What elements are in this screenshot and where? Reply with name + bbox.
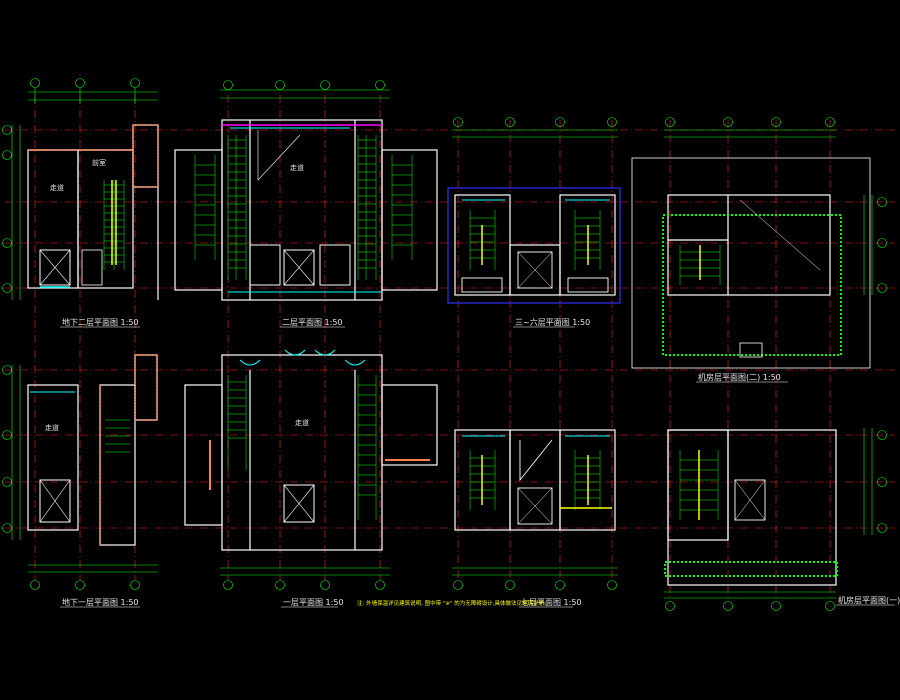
panel-title-roof1: 机房层平面图(一) 1:50 bbox=[838, 595, 900, 605]
panel-b2: 走道 前室 地下二层平面图 1:50 bbox=[2, 78, 159, 328]
panel-title-roof2: 机房层平面图(二) 1:50 bbox=[698, 372, 781, 382]
panel-roof1: 机房层平面图(一) 1:50 bbox=[664, 428, 900, 611]
room-label: 走道 bbox=[50, 183, 64, 192]
panel-roof2: 机房层平面图(二) 1:50 bbox=[631, 117, 887, 383]
panel-b1: 走道 地下一层平面图 1:50 bbox=[2, 354, 158, 608]
panel-title-f1: 一层平面图 1:50 bbox=[283, 598, 344, 607]
drawing-note: 注: 外墙保温详见建筑说明, 图中带 "※" 的为无障碍设计,具体做法见建筑说明… bbox=[357, 599, 550, 607]
panel-f3: 三~六层平面图 1:50 bbox=[447, 117, 621, 328]
room-label: 走道 bbox=[45, 423, 59, 432]
panel-title-b2: 地下二层平面图 1:50 bbox=[62, 317, 139, 327]
panel-f2: 走道 二层平面图 1:50 bbox=[174, 80, 438, 328]
panel-title-f3: 三~六层平面图 1:50 bbox=[515, 317, 590, 327]
panel-f7: 七层平面图 1:50 bbox=[452, 429, 618, 608]
panel-title-f7: 七层平面图 1:50 bbox=[521, 598, 582, 607]
panel-title-b1: 地下一层平面图 1:50 bbox=[62, 597, 139, 607]
room-label: 走道 bbox=[295, 418, 309, 427]
room-label: 走道 bbox=[290, 163, 304, 172]
panel-f1: 走道 一层平面图 1:50 bbox=[184, 349, 438, 608]
room-label: 前室 bbox=[92, 158, 106, 167]
axis-grid bbox=[5, 95, 895, 600]
panel-title-f2: 二层平面图 1:50 bbox=[282, 318, 343, 327]
